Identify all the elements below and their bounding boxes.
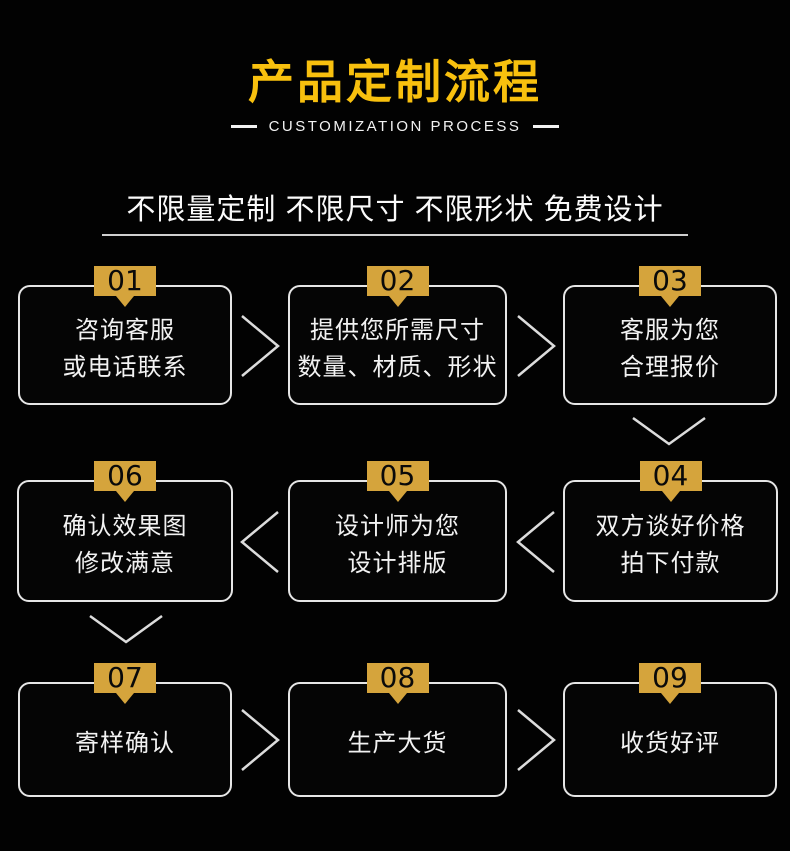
step-badge-08: 08 [366,661,429,704]
step-text: 设计师为您 设计排版 [335,508,460,582]
step-line2: 修改满意 [75,550,175,577]
step-badge-04: 04 [639,459,702,502]
badge-tail-icon [661,491,680,502]
step-line1: 寄样确认 [75,730,175,757]
badge-tail-icon [116,491,134,502]
step-number: 02 [379,264,416,297]
subtitle-text: CUSTOMIZATION PROCESS [268,118,522,135]
step-line2: 拍下付款 [620,550,721,577]
step-line2: 合理报价 [620,354,720,381]
badge-tail-icon [116,296,134,307]
step-box-02: 02 提供您所需尺寸 数量、材质、形状 [288,266,507,405]
step-badge-06: 06 [94,459,156,502]
step-box-04: 04 双方谈好价格 拍下付款 [563,461,778,602]
step-badge-07: 07 [94,661,156,704]
step-line2: 数量、材质、形状 [297,354,498,381]
arrow-right-icon [238,312,282,385]
step-text: 确认效果图 修改满意 [63,508,188,582]
step-number: 07 [107,661,143,694]
step-number: 06 [107,459,143,492]
arrow-down-icon [86,612,166,651]
step-box-06: 06 确认效果图 修改满意 [17,461,233,602]
badge-tail-icon [388,491,407,502]
step-line1: 设计师为您 [335,513,460,540]
step-number: 05 [379,459,416,492]
step-line1: 咨询客服 [75,317,175,344]
step-line2: 或电话联系 [62,354,188,381]
arrow-right-icon [514,312,558,385]
step-text: 寄样确认 [75,725,175,762]
step-badge-05: 05 [366,459,429,502]
step-number: 08 [379,661,416,694]
step-line1: 提供您所需尺寸 [310,317,485,344]
step-text: 客服为您 合理报价 [620,312,720,386]
badge-tail-icon [661,296,679,307]
badge-tail-icon [661,693,679,704]
step-line1: 收货好评 [620,730,720,757]
badge-tail-icon [388,693,407,704]
step-number: 01 [107,264,143,297]
step-number: 04 [652,459,689,492]
step-line1: 生产大货 [347,730,448,757]
step-box-01: 01 咨询客服 或电话联系 [18,266,232,405]
step-badge-02: 02 [366,264,429,307]
arrow-left-icon [238,508,282,581]
step-badge-01: 01 [94,264,156,307]
step-box-08: 08 生产大货 [288,663,507,797]
step-text: 提供您所需尺寸 数量、材质、形状 [298,312,498,386]
tagline: 不限量定制 不限尺寸 不限形状 免费设计 [126,194,664,226]
step-line2: 设计排版 [347,550,448,577]
subtitle-right-dash [533,125,560,128]
arrow-left-icon [514,508,558,581]
step-line1: 客服为您 [620,317,720,344]
divider-line [102,234,688,236]
badge-tail-icon [116,693,134,704]
arrow-right-icon [514,706,558,779]
arrow-down-icon [629,414,709,453]
step-box-03: 03 客服为您 合理报价 [563,266,777,405]
arrow-right-icon [238,706,282,779]
step-number: 03 [652,264,688,297]
page-title: 产品定制流程 [248,56,542,108]
step-text: 双方谈好价格 拍下付款 [596,508,746,582]
step-text: 收货好评 [620,725,720,762]
step-badge-03: 03 [639,264,701,307]
subtitle: CUSTOMIZATION PROCESS [0,118,790,135]
step-line1: 双方谈好价格 [595,513,746,540]
step-text: 咨询客服 或电话联系 [63,312,188,386]
step-number: 09 [652,661,688,694]
badge-tail-icon [388,296,407,307]
step-box-05: 05 设计师为您 设计排版 [288,461,507,602]
subtitle-left-dash [230,125,257,128]
step-box-09: 09 收货好评 [563,663,777,797]
step-line1: 确认效果图 [62,513,188,540]
step-badge-09: 09 [639,661,701,704]
step-box-07: 07 寄样确认 [18,663,232,797]
step-text: 生产大货 [348,725,448,762]
